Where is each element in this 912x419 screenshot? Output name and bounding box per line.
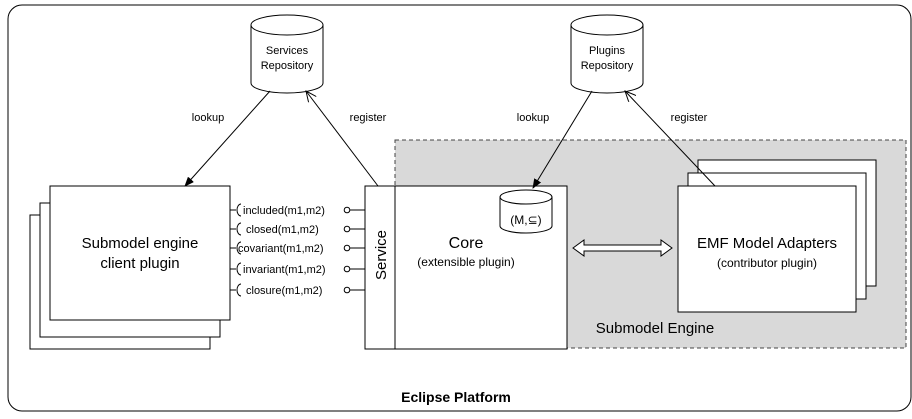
interface-closed: closed(m1,m2)	[230, 222, 365, 236]
core-adapters-connector	[572, 239, 673, 257]
register-label-right: register	[671, 112, 708, 124]
svg-text:closed(m1,m2): closed(m1,m2)	[246, 224, 319, 236]
svg-text:invariant(m1,m2): invariant(m1,m2)	[243, 264, 326, 276]
plugins-repository-label-2: Repository	[581, 60, 634, 72]
register-arrow-right	[625, 91, 716, 187]
emf-adapters-stack: EMF Model Adapters (contributor plugin)	[677, 159, 877, 313]
register-arrow-left	[306, 91, 379, 187]
model-store-cylinder: (M,⊆)	[499, 189, 553, 234]
register-label-left: register	[350, 112, 387, 124]
eclipse-platform-label: Eclipse Platform	[401, 389, 511, 405]
interface-invariant: invariant(m1,m2)	[230, 262, 365, 276]
client-plugin-box	[49, 185, 231, 321]
interface-closure: closure(m1,m2)	[230, 283, 365, 297]
core-component: Service Core (extensible plugin) (M,⊆)	[364, 185, 568, 350]
services-repository: Services Repository	[250, 14, 324, 94]
submodel-engine-label: Submodel Engine	[596, 320, 714, 337]
service-label: Service	[373, 230, 390, 280]
lookup-label-right: lookup	[517, 112, 549, 124]
interface-included: included(m1,m2)	[230, 203, 365, 217]
emf-adapters-subtitle: (contributor plugin)	[717, 256, 817, 270]
core-title: Core	[449, 235, 484, 252]
core-subtitle: (extensible plugin)	[417, 255, 514, 269]
svg-text:covariant(m1,m2): covariant(m1,m2)	[238, 243, 324, 255]
svg-text:included(m1,m2): included(m1,m2)	[243, 205, 325, 217]
client-plugin-label-1: Submodel engine	[82, 235, 199, 252]
plugins-repository-label-1: Plugins	[589, 45, 626, 57]
services-repository-label-1: Services	[266, 45, 309, 57]
plugins-repository: Plugins Repository	[570, 14, 644, 94]
client-plugin-stack: Submodel engine client plugin	[29, 185, 231, 350]
model-store-label: (M,⊆)	[510, 213, 541, 227]
lookup-arrow-left	[184, 90, 271, 187]
services-repository-label-2: Repository	[261, 60, 314, 72]
lookup-arrow-right	[532, 90, 593, 189]
interface-covariant: covariant(m1,m2)	[230, 241, 365, 255]
client-plugin-label-2: client plugin	[100, 255, 179, 272]
service-interfaces: included(m1,m2) closed(m1,m2) covariant(…	[230, 203, 365, 297]
emf-adapters-title: EMF Model Adapters	[697, 235, 837, 252]
svg-text:closure(m1,m2): closure(m1,m2)	[246, 285, 322, 297]
emf-adapters-box	[677, 185, 857, 313]
arrows: lookup register lookup register	[184, 90, 716, 189]
lookup-label-left: lookup	[192, 112, 224, 124]
